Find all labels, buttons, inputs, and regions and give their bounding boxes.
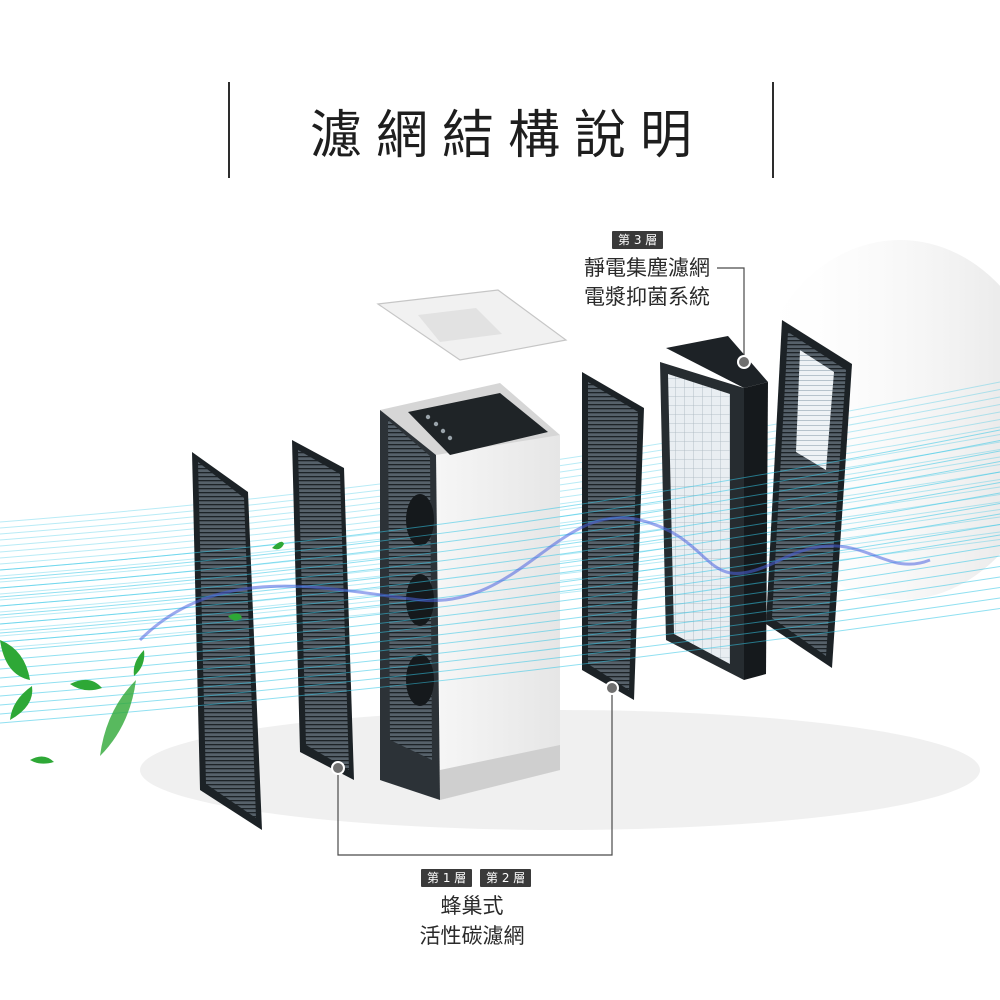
layer-1-2-label-line-2: 活性碳濾網 <box>419 924 525 948</box>
layer-2-badge: 第 2 層 <box>480 869 532 887</box>
layer-3-label-line-2: 電漿抑菌系統 <box>584 285 710 309</box>
leaf-icon <box>228 613 242 621</box>
control-panel <box>408 393 548 455</box>
leaf-icon <box>272 541 284 550</box>
leaf-icon <box>70 679 102 691</box>
airflow-line <box>0 440 1000 580</box>
title-block: 濾網結構說明 <box>228 82 774 178</box>
airflow-line <box>0 545 1000 670</box>
airflow-line <box>0 534 1000 661</box>
fan-top <box>406 494 434 546</box>
leaf-icon <box>30 756 54 764</box>
filter-layer-3-front <box>582 372 644 700</box>
airflow-swirl <box>138 516 931 642</box>
airflow-line <box>0 597 1000 715</box>
layer-1-badge: 第 1 層 <box>421 869 473 887</box>
top-cover <box>376 289 568 361</box>
callout-line-layer-3 <box>717 267 745 362</box>
airflow-line <box>0 471 1000 607</box>
callout-line-layer-1-2 <box>337 688 613 856</box>
airflow-line <box>0 587 1000 706</box>
filter-layer-1 <box>192 452 262 830</box>
plasma-module <box>660 336 768 680</box>
leaf-icon <box>100 680 136 756</box>
airflow-line <box>0 503 1000 634</box>
callout-lines <box>337 267 745 856</box>
airflow-line <box>0 482 1000 616</box>
layer-3-badge: 第 3 層 <box>612 231 664 249</box>
title-divider-right <box>772 82 774 178</box>
airflow-line <box>0 576 1000 697</box>
filter-layer-2 <box>292 440 354 780</box>
airflow-line <box>0 555 1000 679</box>
airflow-line <box>0 524 1000 652</box>
airflow-line <box>0 429 1000 571</box>
callout-dots <box>331 355 751 775</box>
layer-3-label-line-1: 靜電集塵濾網 <box>584 256 710 280</box>
leaves <box>0 541 284 764</box>
page-title: 濾網結構說明 <box>309 105 706 166</box>
rear-grille <box>766 320 852 668</box>
title-divider-left <box>228 82 230 178</box>
airflow-line <box>0 450 1000 589</box>
airflow-line <box>0 492 1000 625</box>
leaf-icon <box>10 686 33 720</box>
leaf-icon <box>0 640 30 680</box>
fan-bottom <box>406 654 434 706</box>
airflow-lines-front <box>0 429 1000 724</box>
airflow-line <box>0 461 1000 598</box>
leaf-icon <box>133 650 145 676</box>
layer-1-2-label-line-1: 蜂巢式 <box>440 894 504 918</box>
purifier-body <box>380 383 560 800</box>
airflow-line <box>0 566 1000 688</box>
